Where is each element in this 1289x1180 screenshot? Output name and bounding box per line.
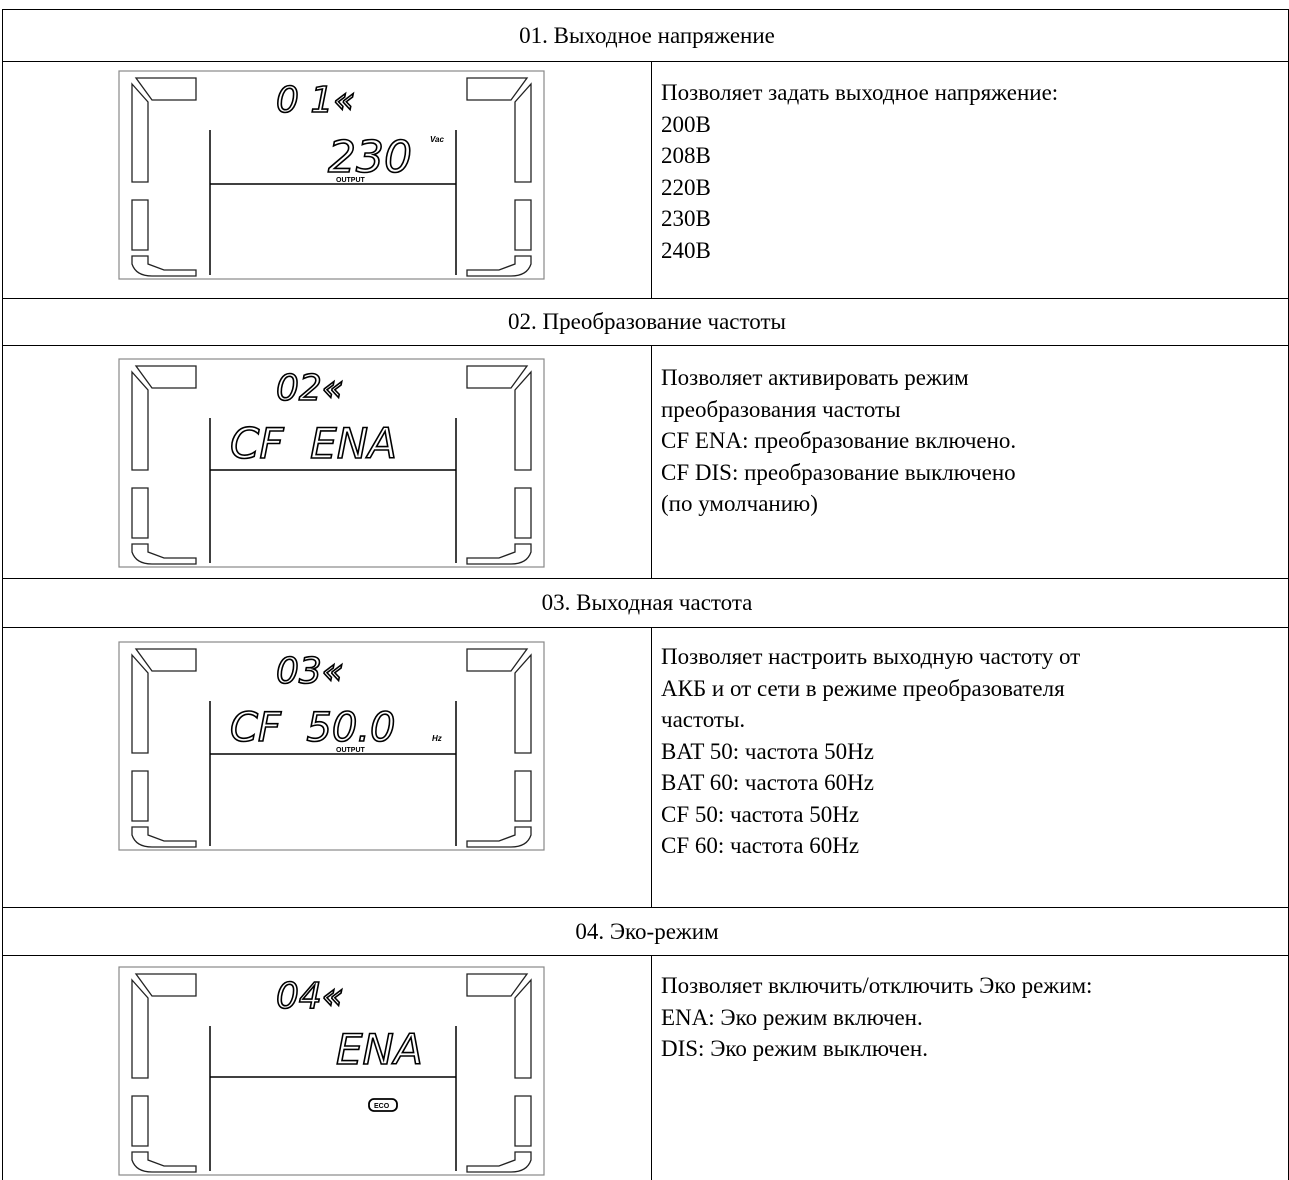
section-header: 02. Преобразование частоты	[508, 309, 786, 334]
column-divider	[651, 628, 652, 907]
lcd-value: CF 50.0	[230, 705, 395, 751]
column-divider	[651, 62, 652, 298]
lcd-value: CF ENA	[230, 419, 397, 468]
description-line: 240В	[661, 237, 711, 263]
description-line: BAT 60: частота 60Hz	[661, 770, 874, 795]
row-divider	[2, 298, 1289, 299]
description-line: преобразования частоты	[661, 396, 901, 422]
description-line: 230В	[661, 206, 711, 231]
lcd-unit: Hz	[432, 734, 442, 743]
lcd-display: 0 1« 230 Vac OUTPUT	[118, 70, 545, 280]
lcd-display: 04« ENA ECO	[118, 966, 545, 1176]
row-divider	[2, 627, 1289, 628]
description-line: (по умолчанию)	[661, 491, 818, 516]
description-line: АКБ и от сети в режиме преобразователя	[661, 675, 1065, 701]
description-line: CF DIS: преобразование выключено	[661, 459, 1016, 485]
description-line: Позволяет включить/отключить Эко режим:	[661, 973, 1093, 998]
eco-badge	[368, 1098, 398, 1112]
row-divider	[2, 907, 1289, 908]
section-description: Позволяет задать выходное напряжение: 20…	[661, 77, 1281, 266]
description-line: CF ENA: преобразование включено.	[661, 428, 1017, 453]
lcd-segment-frame	[131, 365, 532, 565]
table-border-left	[2, 9, 3, 1180]
table-border-top	[2, 9, 1289, 10]
description-line: CF 50: частота 50Hz	[661, 801, 860, 827]
lcd-segment-frame	[131, 973, 532, 1173]
description-line: Позволяет задать выходное напряжение:	[661, 80, 1059, 105]
section-description: Позволяет настроить выходную частоту от …	[661, 641, 1281, 862]
description-line: частоты.	[661, 707, 746, 732]
lcd-caption: OUTPUT	[336, 177, 366, 184]
section-description: Позволяет активировать режим преобразова…	[661, 362, 1281, 520]
lcd-code: 02«	[276, 368, 344, 409]
row-divider	[2, 61, 1289, 62]
lcd-caption: OUTPUT	[336, 747, 366, 754]
description-line: 208В	[661, 143, 711, 168]
lcd-code: 03«	[276, 651, 344, 692]
lcd-segment-frame	[131, 77, 532, 277]
lcd-value: ENA	[336, 1025, 423, 1074]
section-header: 01. Выходное напряжение	[519, 22, 775, 48]
description-line: CF 60: частота 60Hz	[661, 833, 860, 858]
lcd-segment-frame	[131, 648, 532, 848]
section-header: 03. Выходная частота	[541, 590, 753, 615]
description-line: BAT 50: частота 50Hz	[661, 738, 874, 764]
lcd-unit: Vac	[430, 135, 444, 144]
lcd-code: 0 1«	[276, 80, 355, 121]
row-divider	[2, 578, 1289, 579]
column-divider	[651, 346, 652, 578]
description-line: 220В	[661, 174, 711, 200]
column-divider	[651, 956, 652, 1180]
row-divider	[2, 955, 1289, 956]
section-description: Позволяет включить/отключить Эко режим: …	[661, 970, 1281, 1065]
description-line: Позволяет активировать режим	[661, 365, 969, 390]
description-line: 200В	[661, 111, 711, 137]
lcd-display: 03« CF 50.0 Hz OUTPUT	[118, 641, 545, 851]
lcd-display: 02« CF ENA	[118, 358, 545, 568]
section-header: 04. Эко-режим	[575, 918, 719, 944]
description-line: Позволяет настроить выходную частоту от	[661, 644, 1081, 669]
description-line: ENA: Эко режим включен.	[661, 1004, 923, 1030]
lcd-value: 230	[328, 132, 412, 183]
description-line: DIS: Эко режим выключен.	[661, 1036, 928, 1061]
lcd-code: 04«	[276, 976, 344, 1017]
eco-badge-label: ECO	[374, 1103, 390, 1110]
row-divider	[2, 345, 1289, 346]
